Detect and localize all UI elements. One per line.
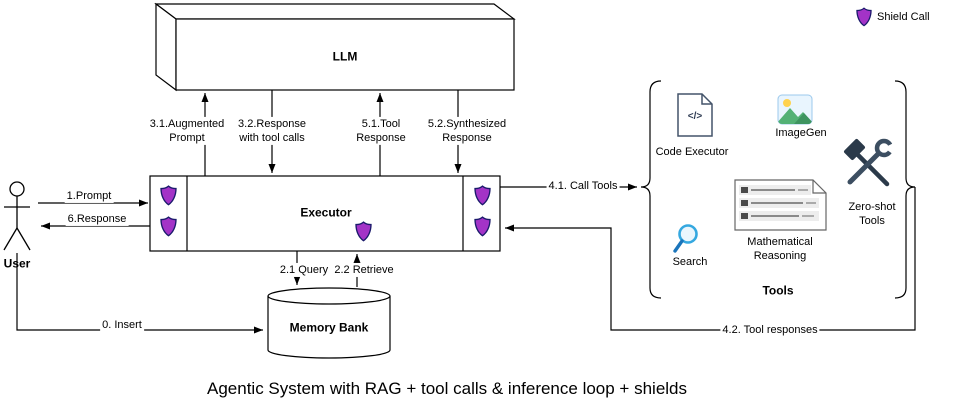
edge-label-query: 2.1 Query — [277, 262, 331, 278]
edge-insert — [16, 253, 263, 334]
math-doc-fold — [812, 180, 826, 194]
search-caption: Search — [672, 255, 708, 268]
diagram-title: Agentic System with RAG + tool calls & i… — [206, 379, 688, 399]
image-sun — [783, 99, 791, 107]
edge-label-tool-responses: 4.2. Tool responses — [720, 322, 820, 338]
right-brace — [894, 80, 916, 299]
user-actor — [3, 181, 31, 251]
left-brace — [640, 80, 662, 299]
llm-left-face — [155, 2, 177, 92]
search-icon — [673, 224, 698, 253]
executor-node — [149, 175, 501, 252]
code-glyph: </> — [688, 111, 703, 122]
zero-shot-caption: Zero-shot Tools — [848, 200, 896, 227]
llm-front-face — [175, 18, 515, 91]
image-mountain-2 — [794, 113, 812, 124]
executor-box — [149, 175, 501, 252]
legend-shield-call-label: Shield Call — [877, 10, 930, 23]
search-handle — [673, 239, 684, 253]
edge-label-response: 6.Response — [65, 211, 129, 227]
edge-label-tool-response: 5.1.Tool Response — [354, 116, 408, 146]
tools-group-label: Tools — [762, 283, 794, 298]
wrench-icon — [847, 138, 899, 185]
edge-label-prompt: 1.Prompt — [64, 188, 114, 204]
imagegen-icon — [777, 94, 813, 125]
llm-label: LLM — [332, 49, 358, 64]
imagegen-caption: ImageGen — [775, 126, 827, 139]
zero-shot-tools-icon — [844, 138, 899, 187]
edge-tool-responses — [505, 187, 916, 331]
actor-head — [9, 181, 25, 197]
edge-label-insert: 0. Insert — [100, 317, 144, 333]
wrench-jaw-gap — [884, 140, 899, 158]
edge-label-augmented-prompt: 3.1.Augmented Prompt — [147, 116, 227, 146]
llm-node — [154, 2, 516, 92]
cylinder-top — [267, 287, 391, 305]
hammer-icon — [844, 139, 890, 187]
memory-bank-label: Memory Bank — [287, 320, 371, 336]
user-label: User — [3, 256, 31, 271]
shield-icon-legend — [856, 7, 872, 27]
formula-lines — [739, 185, 819, 221]
edge-label-retrieve: 2.2 Retrieve — [332, 262, 396, 278]
search-lens — [678, 224, 698, 244]
code-executor-caption: Code Executor — [655, 145, 729, 158]
math-reasoning-icon — [734, 179, 827, 231]
actor-leg-left — [3, 227, 18, 251]
executor-label: Executor — [300, 205, 352, 220]
edge-label-response-with-tool-calls: 3.2.Response with tool calls — [236, 116, 308, 146]
math-reasoning-caption: Mathematical Reasoning — [747, 235, 813, 262]
llm-top-face — [154, 3, 516, 20]
edge-label-call-tools: 4.1. Call Tools — [546, 178, 620, 194]
code-doc-fold — [701, 94, 712, 105]
edge-label-synthesized-response: 5.2.Synthesized Response — [425, 116, 509, 146]
code-executor-icon: </> — [677, 93, 713, 137]
actor-leg-right — [16, 227, 31, 251]
